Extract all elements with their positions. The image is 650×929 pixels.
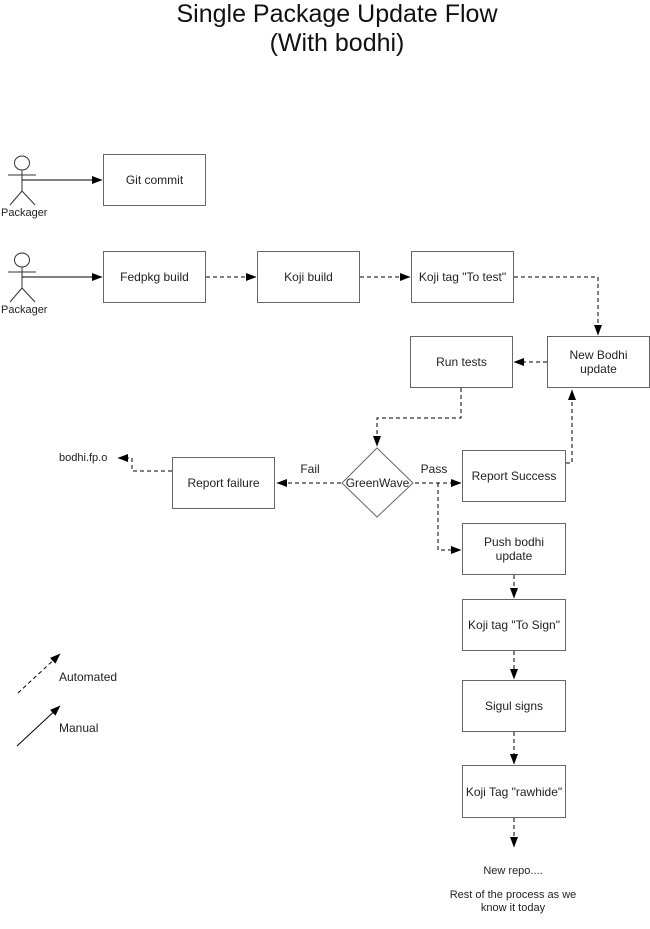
node-koji-tag-to-test: Koji tag "To test" xyxy=(411,251,514,303)
actor-label-bottom-packager: Packager xyxy=(1,304,48,316)
edge-report-success-new-bodhi-update xyxy=(566,389,576,464)
node-push-bodhi-update: Push bodhi update xyxy=(462,523,566,575)
legend-automated-arrow xyxy=(17,653,61,694)
actor-label-top-packager: Packager xyxy=(1,207,48,219)
node-report-success: Report Success xyxy=(462,450,566,502)
greenwave-decision-diamond xyxy=(341,447,414,518)
title-line-1: Single Package Update Flow xyxy=(176,0,498,28)
edge-pass-push-bodhi-update xyxy=(437,483,462,554)
bodhi-fp-o-label: bodhi.fp.o xyxy=(59,452,108,464)
node-new-bodhi-update: New Bodhi update xyxy=(547,336,650,388)
pass-branch-label: Pass xyxy=(420,462,448,476)
legend-manual-label: Manual xyxy=(59,721,99,735)
actor-icon-bottom-packager xyxy=(8,252,36,303)
new-repo-label: New repo.... xyxy=(483,865,543,877)
diagram-title: Single Package Update Flow (With bodhi) xyxy=(137,0,537,58)
node-sigul-signs: Sigul signs xyxy=(462,680,566,732)
node-fedpkg-build: Fedpkg build xyxy=(103,251,206,303)
rest-of-process-label: Rest of the process as we know it today xyxy=(449,889,577,914)
node-koji-tag-rawhide: Koji Tag "rawhide" xyxy=(462,765,566,818)
greenwave-decision-label: GreenWave xyxy=(345,476,410,490)
edge-report-failure-bodhi-fp-o xyxy=(117,454,172,472)
fail-branch-label: Fail xyxy=(300,462,320,476)
edge-run-tests-greenwave xyxy=(373,388,462,447)
legend-automated-label: Automated xyxy=(59,670,118,684)
title-line-2: (With bodhi) xyxy=(269,29,405,57)
node-koji-tag-to-sign: Koji tag "To Sign" xyxy=(462,599,566,651)
node-git-commit: Git commit xyxy=(103,154,206,206)
legend-manual-arrow xyxy=(16,705,61,747)
node-report-failure: Report failure xyxy=(172,457,275,509)
edge-koji-tag-to-test-new-bodhi-update xyxy=(514,276,602,336)
node-koji-build: Koji build xyxy=(257,251,360,303)
actor-icon-top-packager xyxy=(8,155,36,206)
node-run-tests: Run tests xyxy=(410,336,513,388)
